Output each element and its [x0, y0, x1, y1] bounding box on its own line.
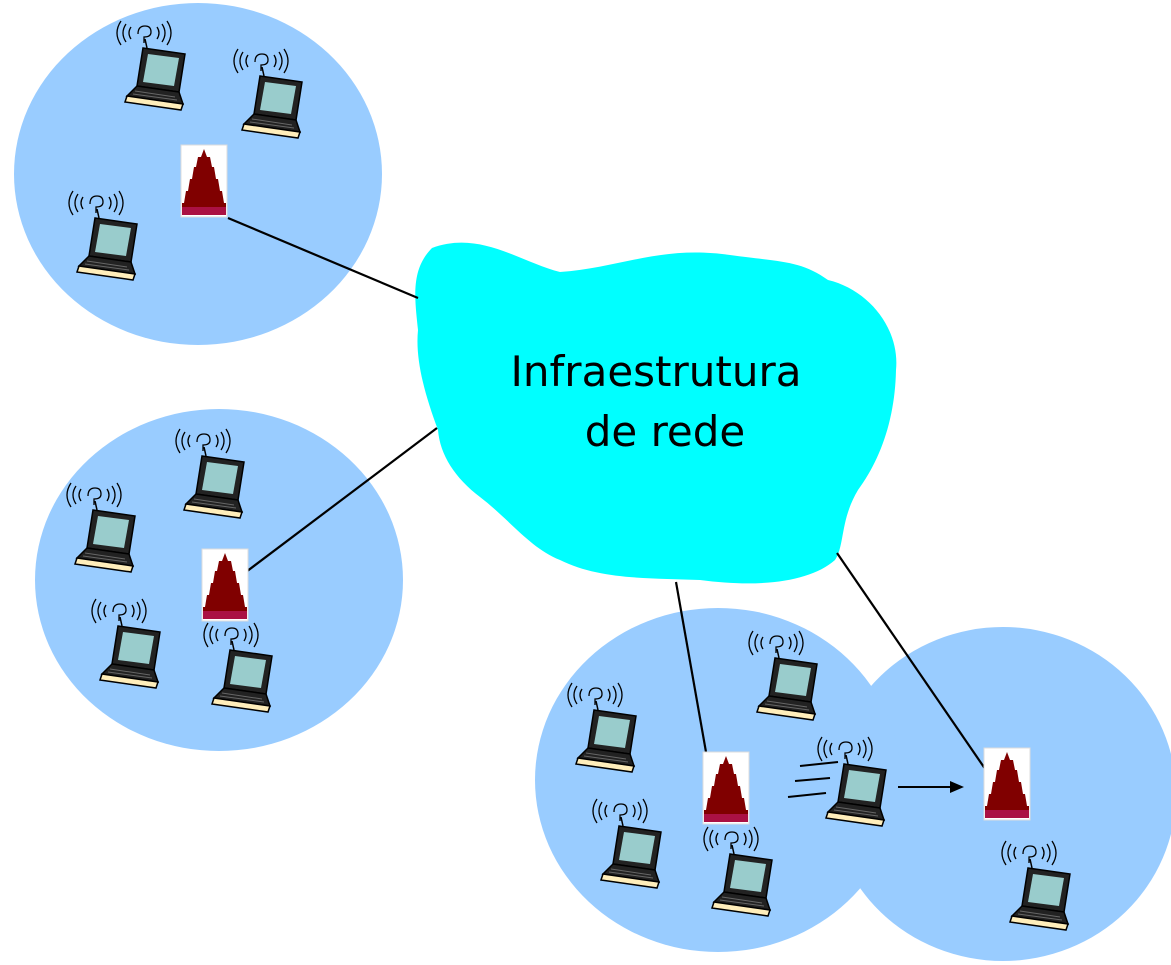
motion-lines-icon — [787, 761, 839, 798]
handoff-arrow — [898, 781, 964, 793]
link-bottom-right — [836, 552, 991, 777]
cloud-label-line1: Infraestrutura — [511, 347, 802, 396]
link-top-left — [227, 216, 419, 300]
network-infrastructure-cloud — [415, 242, 897, 584]
link-middle-left — [237, 427, 438, 579]
base-station-icon — [983, 747, 1031, 821]
base-station-icon — [201, 548, 249, 622]
cloud-label-line2: de rede — [585, 407, 746, 456]
base-station-icon — [180, 144, 228, 218]
base-station-icon — [702, 751, 750, 825]
